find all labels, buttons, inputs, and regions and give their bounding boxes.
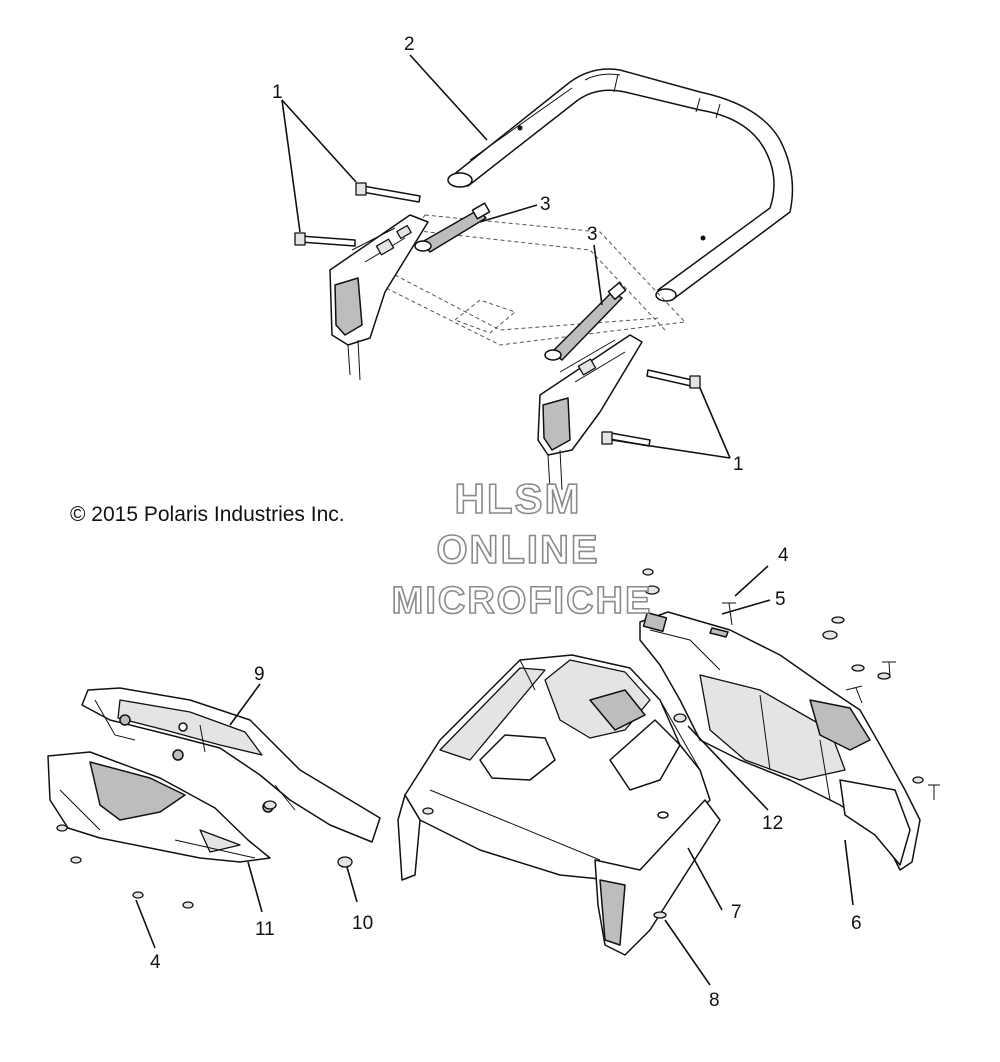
- right-side-panel[interactable]: [639, 611, 921, 871]
- callout-12: 12: [762, 813, 783, 834]
- roll-bar-tube[interactable]: [447, 68, 794, 302]
- callout-2: 2: [404, 34, 415, 55]
- left-mount-bracket[interactable]: [329, 214, 429, 381]
- lower-left-panel[interactable]: [47, 751, 271, 863]
- watermark-line-2: ONLINE: [436, 528, 599, 572]
- bolt-upper-left-2[interactable]: [355, 182, 421, 203]
- right-mount-bracket[interactable]: [537, 334, 643, 491]
- copyright-notice: © 2015 Polaris Industries Inc.: [70, 503, 345, 526]
- watermark-line-1: HLSM: [455, 475, 582, 522]
- callout-3-left: 3: [540, 194, 551, 215]
- callout-10: 10: [352, 913, 373, 934]
- push-rivets: [56, 568, 940, 919]
- center-rear-cover[interactable]: [397, 654, 721, 956]
- bolt-upper-left-1[interactable]: [294, 232, 356, 247]
- callout-1-upper: 1: [272, 82, 283, 103]
- leader-lines: [135, 54, 854, 986]
- callout-7: 7: [731, 902, 742, 923]
- callout-11: 11: [255, 919, 275, 940]
- watermark-line-3: MICROFICHE: [392, 580, 653, 622]
- left-side-panel[interactable]: [81, 687, 381, 843]
- callout-1-lower: 1: [733, 454, 744, 475]
- bolt-right-1[interactable]: [646, 369, 701, 389]
- callout-4-lower: 4: [150, 952, 161, 973]
- callout-6: 6: [851, 913, 862, 934]
- frame-outline-dashed: [379, 214, 687, 346]
- callout-5: 5: [775, 589, 786, 610]
- callout-4-upper: 4: [778, 545, 789, 566]
- strap-left[interactable]: [414, 202, 491, 253]
- callout-9: 9: [254, 664, 265, 685]
- callout-8: 8: [709, 990, 720, 1011]
- callout-3-right: 3: [587, 224, 598, 245]
- strap-right[interactable]: [544, 281, 627, 361]
